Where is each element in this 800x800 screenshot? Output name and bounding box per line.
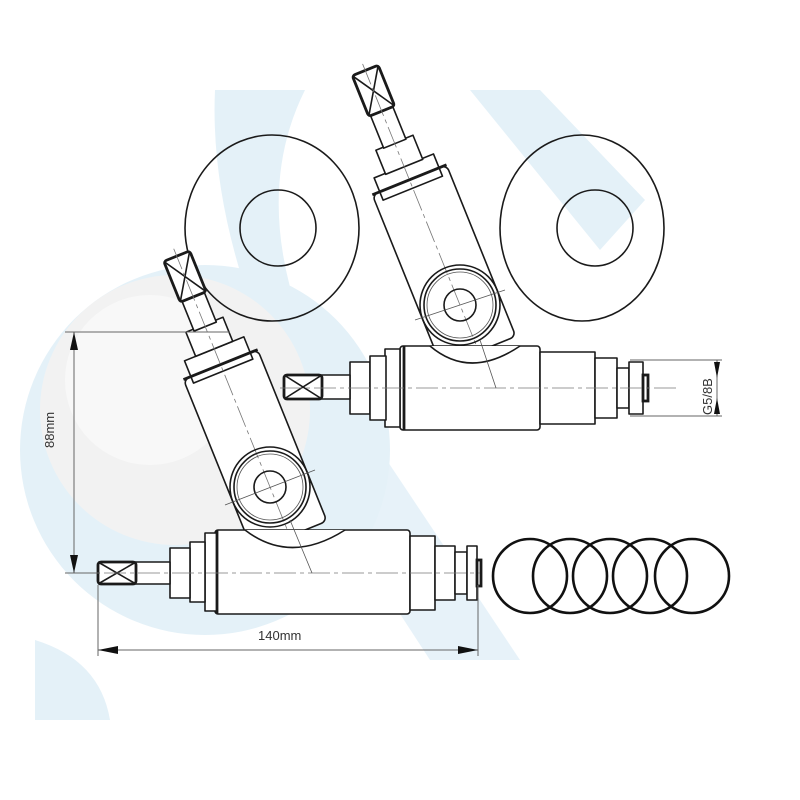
dimension-length — [97, 585, 479, 656]
dimension-height-label: 88mm — [42, 411, 57, 448]
dimension-thread — [630, 359, 722, 417]
cover-rosette-left — [184, 134, 360, 322]
o-rings — [491, 537, 731, 615]
dimension-height — [65, 331, 230, 574]
dimension-thread-label: G5/8B — [700, 378, 715, 415]
dimension-length-label: 140mm — [258, 628, 302, 643]
valve-assembly-upper — [280, 63, 680, 431]
valve-assembly-lower — [70, 248, 483, 615]
cover-rosette-right — [499, 134, 665, 322]
